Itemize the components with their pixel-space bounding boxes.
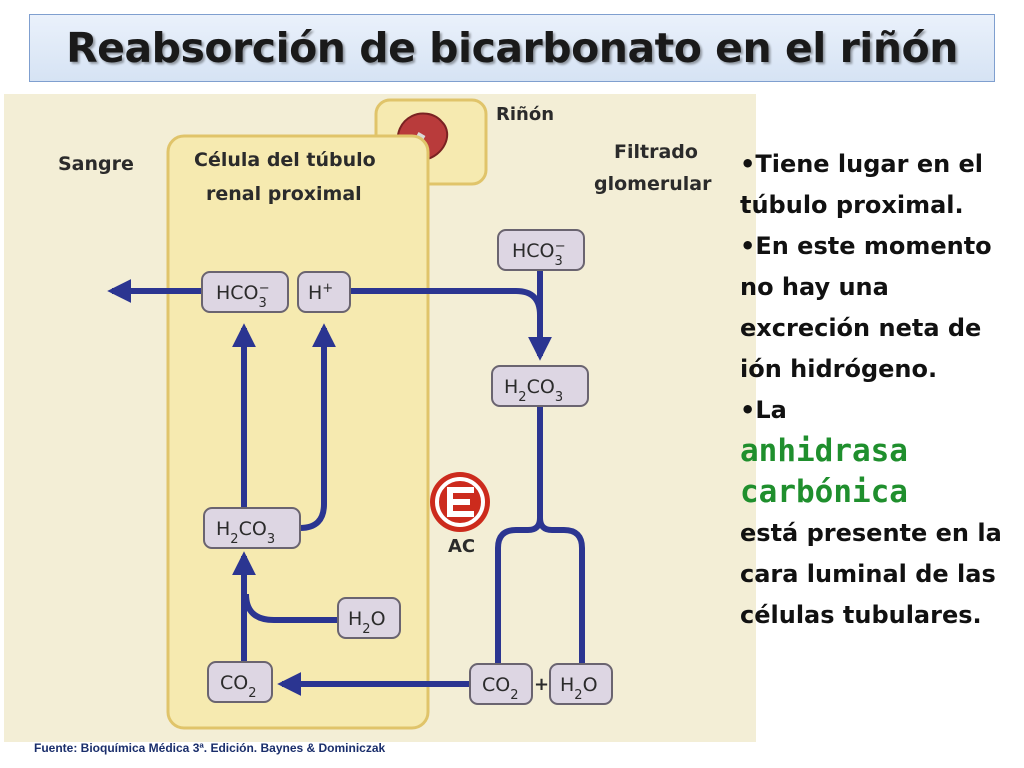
bullet-list: •Tiene lugar en el túbulo proximal. •En …: [740, 144, 1016, 636]
svg-text:HCO3−: HCO3−: [216, 281, 270, 311]
svg-text:H2CO3: H2CO3: [504, 376, 563, 405]
page-title: Reabsorción de bicarbonato en el riñón: [66, 24, 958, 72]
bullet-2: •En este momento no hay una excreción ne…: [740, 232, 992, 383]
bullet-3: •La anhidrasa carbónica está presente en…: [740, 390, 1016, 636]
bicarbonate-diagram: Riñón Sangre Célula del túbulo renal pro…: [4, 94, 756, 742]
enzyme-icon: [430, 472, 490, 532]
arrow-h2o-join: [243, 593, 340, 623]
filtrate-label-line2: glomerular: [594, 173, 712, 195]
box-h2o-filtrate: H2O: [549, 663, 613, 705]
svg-text:H2CO3: H2CO3: [216, 518, 275, 547]
box-h2o-cell: H2O: [337, 597, 401, 639]
highlight-carbonica: carbónica: [740, 474, 908, 510]
svg-text:H2O: H2O: [348, 608, 386, 637]
svg-text:H+: H+: [308, 281, 333, 305]
box-hco3-filtrate: HCO3−: [497, 229, 585, 271]
box-co2-cell: CO2: [207, 661, 273, 703]
box-h2co3-cell: H2CO3: [203, 507, 301, 549]
bullet-3-suffix: está presente en la cara luminal de las …: [740, 519, 1002, 629]
box-h-ion: H+: [297, 271, 351, 313]
cell-label-line2: renal proximal: [206, 183, 362, 205]
box-hco3-cell: HCO3−: [201, 271, 289, 313]
bullet-1: •Tiene lugar en el túbulo proximal.: [740, 150, 984, 219]
svg-text:CO2: CO2: [482, 674, 519, 703]
cell-label-line1: Célula del túbulo: [194, 149, 376, 171]
kidney-label: Riñón: [496, 104, 554, 125]
svg-text:HCO3−: HCO3−: [512, 239, 566, 269]
box-h2co3-filtrate: H2CO3: [491, 365, 589, 407]
plus-sign: +: [534, 674, 549, 695]
proximal-tubule-cell: [166, 134, 430, 730]
box-co2-filtrate: CO2: [469, 663, 533, 705]
source-citation: Fuente: Bioquímica Médica 3ª. Edición. B…: [34, 741, 386, 755]
highlight-anhidrasa: anhidrasa: [740, 433, 908, 469]
title-banner: Reabsorción de bicarbonato en el riñón: [29, 14, 995, 82]
arrow-h2co3-to-h: [299, 323, 336, 531]
arrow-h2co3-to-h2o: [537, 517, 585, 664]
filtrate-label-line1: Filtrado: [614, 141, 698, 163]
arrow-h-to-filtrate: [350, 288, 552, 361]
svg-text:H2O: H2O: [560, 674, 598, 703]
bullet-3-prefix: •La: [740, 396, 787, 424]
blood-label: Sangre: [58, 153, 134, 175]
enzyme-label: AC: [448, 536, 475, 557]
diagram-figure: Riñón Sangre Célula del túbulo renal pro…: [4, 94, 756, 742]
svg-text:CO2: CO2: [220, 672, 257, 701]
